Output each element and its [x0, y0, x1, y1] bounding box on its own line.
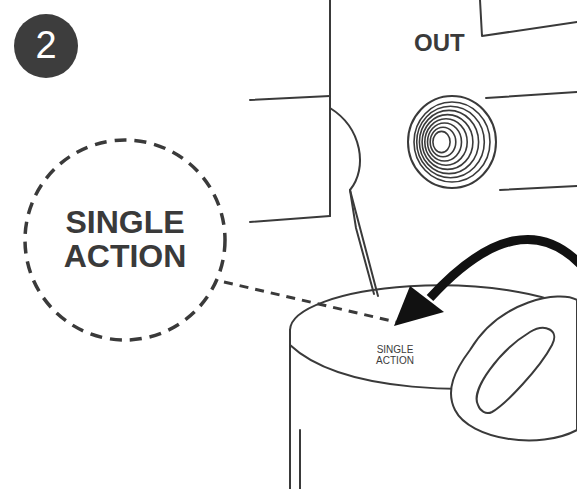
- spout: [329, 108, 331, 216]
- leader-line: [224, 282, 396, 322]
- lid-label: SINGLE ACTION: [364, 344, 426, 366]
- housing-edge: [486, 92, 577, 98]
- out-knob: [408, 96, 496, 188]
- lid-side: [289, 330, 291, 489]
- spout: [330, 108, 378, 296]
- callout-circle: SINGLE ACTION: [23, 138, 227, 342]
- housing-edge: [250, 216, 330, 222]
- housing-edge: [250, 96, 330, 100]
- spout: [350, 190, 374, 294]
- knob-label: OUT: [412, 30, 467, 56]
- body-edge: [299, 430, 301, 489]
- rotation-arrow: [394, 239, 577, 326]
- callout-text: SINGLE ACTION: [38, 206, 212, 273]
- lever-handle: [451, 297, 577, 441]
- housing-edge: [500, 186, 577, 190]
- step-number: 2: [35, 26, 56, 66]
- housing-edge: [480, 0, 577, 36]
- housing-edge: [329, 0, 331, 108]
- step-badge: 2: [14, 14, 78, 78]
